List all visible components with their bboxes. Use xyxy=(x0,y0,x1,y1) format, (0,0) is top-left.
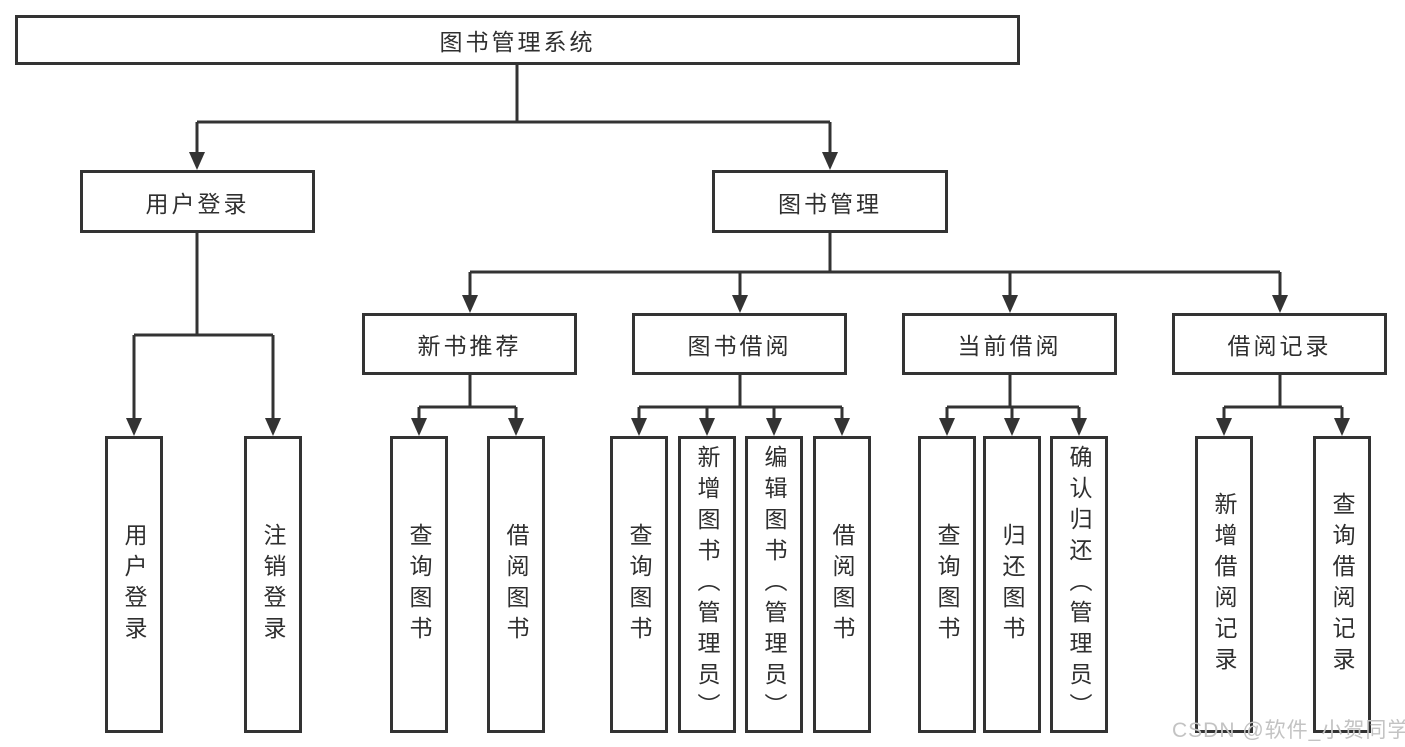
connector-root-branch xyxy=(189,65,838,170)
leaf-logout: 注销登录 xyxy=(244,436,302,733)
connector-current-borrow-branch xyxy=(939,375,1087,436)
leaf-query-books-recommend-label: 查询图书 xyxy=(406,522,432,647)
csdn-watermark: CSDN @软件_小贺同学 xyxy=(1172,719,1405,742)
arrow-down-icon xyxy=(732,295,748,313)
node-borrow-records-label: 借阅记录 xyxy=(1227,333,1332,359)
connector-borrow-records-branch xyxy=(1216,375,1350,436)
arrow-down-icon xyxy=(631,418,647,436)
leaf-confirm-return-admin: 确认归还（管理员） xyxy=(1050,436,1108,733)
leaf-query-books-current: 查询图书 xyxy=(918,436,976,733)
node-current-borrow: 当前借阅 xyxy=(902,313,1117,375)
arrow-down-icon xyxy=(1216,418,1232,436)
node-book-management: 图书管理 xyxy=(712,170,948,233)
node-root-system: 图书管理系统 xyxy=(15,15,1020,65)
node-user-login-label: 用户登录 xyxy=(145,190,250,217)
node-user-login: 用户登录 xyxy=(80,170,315,233)
leaf-add-borrow-record-label: 新增借阅记录 xyxy=(1211,491,1237,678)
leaf-user-login: 用户登录 xyxy=(105,436,163,733)
leaf-query-books-borrow: 查询图书 xyxy=(610,436,668,733)
leaf-add-book-admin: 新增图书（管理员） xyxy=(678,436,736,733)
arrow-down-icon xyxy=(1004,418,1020,436)
node-new-book-recommend-label: 新书推荐 xyxy=(417,333,522,359)
connector-user-login-branch xyxy=(126,233,281,436)
leaf-add-borrow-record: 新增借阅记录 xyxy=(1195,436,1253,733)
leaf-borrow-books-recommend-label: 借阅图书 xyxy=(503,522,529,647)
leaf-query-borrow-record-label: 查询借阅记录 xyxy=(1329,491,1355,678)
arrow-down-icon xyxy=(189,152,205,170)
arrow-down-icon xyxy=(265,418,281,436)
connector-book-borrow-branch xyxy=(631,375,850,436)
leaf-borrow-books-label: 借阅图书 xyxy=(829,522,855,647)
leaf-borrow-books: 借阅图书 xyxy=(813,436,871,733)
node-new-book-recommend: 新书推荐 xyxy=(362,313,577,375)
leaf-return-books-label: 归还图书 xyxy=(999,522,1025,647)
arrow-down-icon xyxy=(1334,418,1350,436)
node-root-label: 图书管理系统 xyxy=(439,29,596,55)
leaf-add-book-admin-label: 新增图书（管理员） xyxy=(694,445,720,724)
arrow-down-icon xyxy=(1272,295,1288,313)
leaf-query-books-recommend: 查询图书 xyxy=(390,436,448,733)
arrow-down-icon xyxy=(766,418,782,436)
node-book-borrow: 图书借阅 xyxy=(632,313,847,375)
leaf-query-borrow-record: 查询借阅记录 xyxy=(1313,436,1371,733)
leaf-return-books: 归还图书 xyxy=(983,436,1041,733)
arrow-down-icon xyxy=(699,418,715,436)
node-book-management-label: 图书管理 xyxy=(778,190,882,217)
arrow-down-icon xyxy=(834,418,850,436)
connector-new-book-branch xyxy=(411,375,524,436)
arrow-down-icon xyxy=(126,418,142,436)
leaf-logout-label: 注销登录 xyxy=(260,522,286,647)
arrow-down-icon xyxy=(411,418,427,436)
node-book-borrow-label: 图书借阅 xyxy=(687,333,792,359)
leaf-query-books-borrow-label: 查询图书 xyxy=(626,522,652,647)
leaf-user-login-label: 用户登录 xyxy=(121,522,147,647)
arrow-down-icon xyxy=(508,418,524,436)
leaf-confirm-return-admin-label: 确认归还（管理员） xyxy=(1066,445,1092,724)
leaf-edit-book-admin: 编辑图书（管理员） xyxy=(745,436,803,733)
leaf-query-books-current-label: 查询图书 xyxy=(934,522,960,647)
connector-book-management-branch xyxy=(462,233,1288,313)
leaf-borrow-books-recommend: 借阅图书 xyxy=(487,436,545,733)
arrow-down-icon xyxy=(1071,418,1087,436)
node-borrow-records: 借阅记录 xyxy=(1172,313,1387,375)
arrow-down-icon xyxy=(1002,295,1018,313)
node-current-borrow-label: 当前借阅 xyxy=(957,333,1062,359)
arrow-down-icon xyxy=(939,418,955,436)
leaf-edit-book-admin-label: 编辑图书（管理员） xyxy=(761,445,787,724)
arrow-down-icon xyxy=(822,152,838,170)
arrow-down-icon xyxy=(462,295,478,313)
